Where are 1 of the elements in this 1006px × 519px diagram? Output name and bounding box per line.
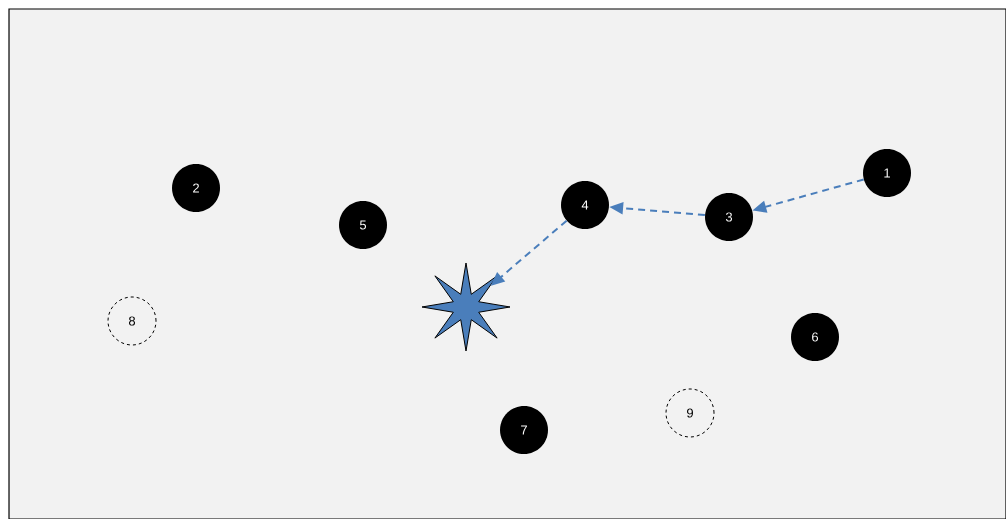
star-shape (421, 262, 511, 352)
